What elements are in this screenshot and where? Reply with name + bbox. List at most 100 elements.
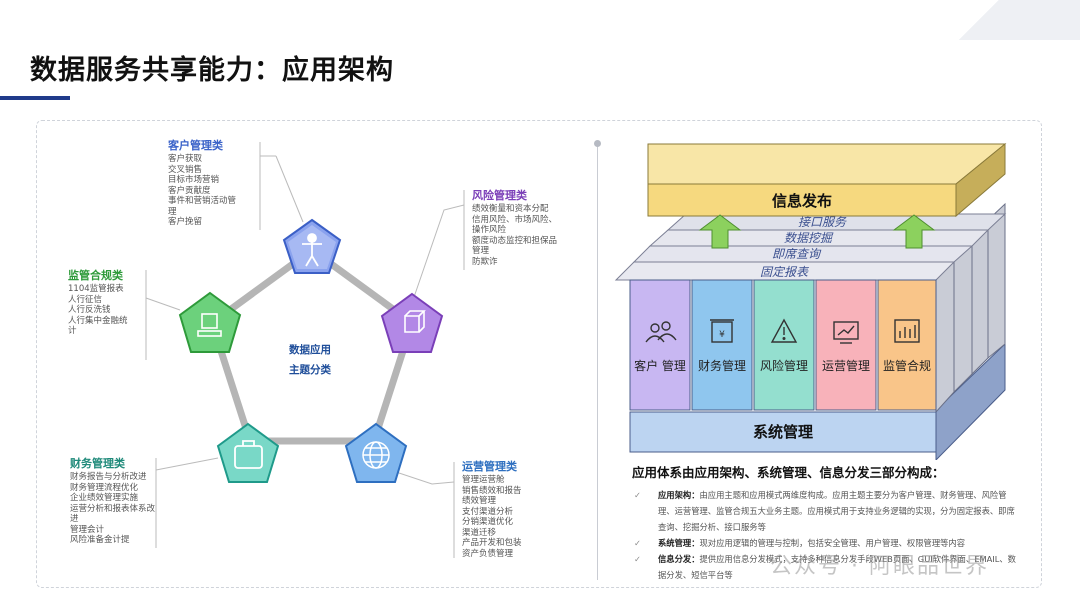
- column-finance: 财务管理: [698, 358, 746, 373]
- category-item: 分销渠道优化: [462, 517, 514, 527]
- person-icon: [302, 233, 322, 267]
- architecture-description: 应用体系由应用架构、系统管理、信息分发三部分构成： ✓ 应用架构：由应用主题和应…: [632, 462, 1022, 583]
- category-item: 额度动态监控和担保品: [472, 235, 558, 246]
- arrow-up-icon: [698, 214, 742, 249]
- check-icon: ✓: [634, 554, 641, 564]
- page-title: 数据服务共享能力：应用架构: [30, 55, 394, 86]
- center-theme-label: 数据应用 主题分类: [282, 340, 338, 380]
- layer-interface-service: 接口服务: [798, 215, 847, 229]
- category-item: 管理运营舱: [462, 475, 505, 485]
- title-underline: [0, 96, 70, 100]
- risk-category: 风险管理类 绩效衡量和资本分配信用风险、市场风险、操作风险额度动态监控和担保品管…: [472, 188, 557, 267]
- arrow-up-icon: [892, 214, 936, 249]
- column-operation: 运营管理: [822, 358, 870, 373]
- watermark: 公众号 · 阿眼品世界: [770, 554, 989, 579]
- column-compliance: 监管合规: [883, 358, 931, 373]
- category-item: 风险准备金计提: [70, 535, 130, 545]
- finance-items: 财务报告与分析改进财务管理流程优化企业绩效管理实施运营分析和报表体系改进管理会计…: [70, 472, 155, 546]
- category-item: 资产负债管理: [462, 548, 514, 559]
- category-item: 财务管理流程优化: [70, 482, 139, 493]
- category-item: 事件和营销活动管: [168, 196, 237, 206]
- category-item: 1104监管报表: [68, 284, 124, 294]
- category-item: 客户挽留: [168, 217, 203, 227]
- item-label: 系统管理：: [658, 538, 700, 548]
- content-panel: [36, 120, 1042, 588]
- description-item: ✓ 系统管理：现对应用逻辑的管理与控制，包括安全管理、用户管理、权限管理等内容: [632, 535, 1022, 551]
- divider-dot: [594, 140, 601, 147]
- category-item: 运营分析和报表体系改: [70, 503, 156, 514]
- chart-line-icon: [833, 321, 859, 344]
- category-item: 客户贡献度: [168, 185, 211, 196]
- category-item: 产品开发和包装: [462, 538, 522, 548]
- finance-node: [216, 422, 280, 483]
- layer-data-mining: 数据挖掘: [784, 231, 834, 245]
- cube-icon: [404, 310, 426, 333]
- operation-title: 运营管理类: [462, 460, 517, 473]
- customer-items: 客户获取交叉销售目标市场营销客户贡献度事件和营销活动管理客户挽留: [168, 154, 236, 228]
- item-text: 提供应用信息分发模式，支持多种信息分发手段WEB页面、GUI软件界面、EMAIL…: [658, 554, 1016, 580]
- publish-label: 信息发布: [772, 192, 832, 210]
- layers: [614, 213, 1007, 281]
- customer-category: 客户管理类 客户获取交叉销售目标市场营销客户贡献度事件和营销活动管理客户挽留: [168, 138, 236, 228]
- corner-decoration: [900, 0, 1080, 40]
- category-item: 销售绩效和报告: [462, 485, 522, 496]
- category-item: 进: [70, 514, 79, 524]
- application-architecture-diagram: 接口服务 数据挖掘 即席查询 固定报表 信息发布 ¥ 客户 管理 财务管理 风险…: [614, 142, 1007, 460]
- layer-adhoc-query: 即席查询: [772, 247, 822, 261]
- category-item: 目标市场营销: [168, 175, 220, 185]
- compliance-category: 监管合规类 1104监管报表人行征信人行反洗钱人行集中金融统计: [68, 268, 128, 337]
- category-item: 渠道迁移: [462, 527, 497, 538]
- customer-title: 客户管理类: [168, 139, 223, 152]
- category-item: 绩效管理: [462, 496, 497, 506]
- category-item: 操作风险: [472, 225, 507, 235]
- base-label: 系统管理: [753, 423, 813, 441]
- check-icon: ✓: [634, 490, 641, 500]
- compliance-title: 监管合规类: [68, 269, 123, 282]
- column-risk: 风险管理: [760, 358, 808, 373]
- operation-node: [344, 422, 408, 483]
- item-label: 应用架构：: [658, 490, 700, 500]
- category-item: 企业绩效管理实施: [70, 493, 139, 503]
- column-customer: 客户 管理: [634, 358, 686, 373]
- operation-category: 运营管理类 管理运营舱销售绩效和报告绩效管理支付渠道分析分销渠道优化渠道迁移产品…: [462, 459, 522, 559]
- item-text: 现对应用逻辑的管理与控制，包括安全管理、用户管理、权限管理等内容: [699, 538, 966, 548]
- category-item: 支付渠道分析: [462, 506, 514, 517]
- publish-side-face: [955, 142, 1006, 218]
- risk-items: 绩效衡量和资本分配信用风险、市场风险、操作风险额度动态监控和担保品管理防欺诈: [472, 204, 557, 267]
- bar-chart-icon: [894, 319, 920, 343]
- theme-columns: [629, 279, 937, 411]
- operation-items: 管理运营舱销售绩效和报告绩效管理支付渠道分析分销渠道优化渠道迁移产品开发和包装资…: [462, 475, 522, 559]
- svg-text:¥: ¥: [719, 330, 725, 340]
- category-item: 财务报告与分析改进: [70, 472, 147, 482]
- category-item: 人行征信: [68, 294, 103, 305]
- money-icon: ¥: [710, 319, 734, 343]
- category-item: 绩效衡量和资本分配: [472, 204, 549, 214]
- layer-fixed-report: 固定报表: [760, 265, 810, 279]
- category-item: 客户获取: [168, 154, 203, 164]
- category-item: 交叉销售: [168, 164, 203, 175]
- layer-side-slats: [935, 202, 1006, 414]
- theme-pentagon-diagram: [145, 142, 465, 558]
- item-text: 由应用主题和应用模式两维度构成。应用主题主要分为客户管理、财务管理、风险管理、运…: [658, 490, 1015, 532]
- description-item: ✓ 信息分发：提供应用信息分发模式，支持多种信息分发手段WEB页面、GUI软件界…: [632, 551, 1022, 583]
- vertical-divider: [597, 146, 598, 580]
- category-item: 理: [168, 206, 177, 217]
- finance-title: 财务管理类: [70, 457, 125, 470]
- bag-icon: [234, 440, 263, 469]
- category-item: 防欺诈: [472, 256, 498, 267]
- category-item: 人行反洗钱: [68, 305, 111, 315]
- risk-title: 风险管理类: [472, 189, 527, 202]
- center-line-2: 主题分类: [289, 364, 331, 376]
- finance-category: 财务管理类 财务报告与分析改进财务管理流程优化企业绩效管理实施运营分析和报表体系…: [70, 456, 155, 546]
- check-icon: ✓: [634, 538, 641, 548]
- people-icon: [645, 321, 677, 343]
- system-management-base: [629, 411, 937, 453]
- item-label: 信息分发：: [658, 554, 700, 564]
- description-heading: 应用体系由应用架构、系统管理、信息分发三部分构成：: [632, 465, 945, 480]
- category-item: 管理会计: [70, 524, 105, 535]
- customer-node: [282, 218, 342, 274]
- risk-node: [380, 292, 444, 353]
- description-item: ✓ 应用架构：由应用主题和应用模式两维度构成。应用主题主要分为客户管理、财务管理…: [632, 487, 1022, 535]
- compliance-items: 1104监管报表人行征信人行反洗钱人行集中金融统计: [68, 284, 128, 337]
- warning-icon: [770, 318, 798, 343]
